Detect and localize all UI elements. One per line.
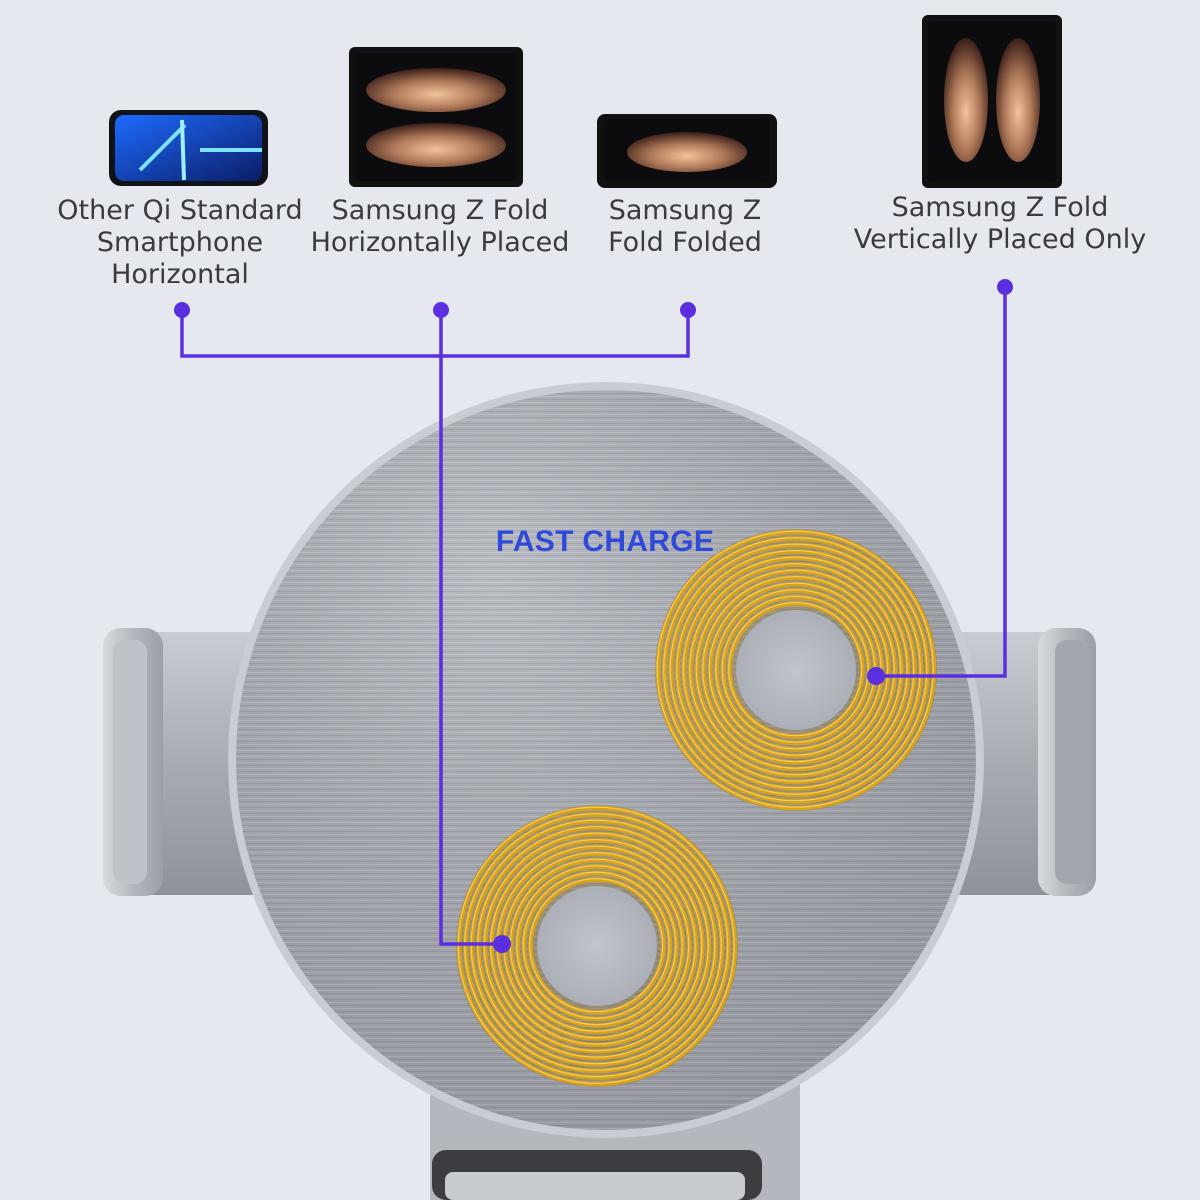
coil-ring	[456, 805, 738, 1087]
connector-horizontal-fold	[439, 310, 502, 946]
coil-ring	[469, 818, 725, 1074]
label-line: Smartphone	[96, 227, 264, 258]
label-line: Fold Folded	[608, 227, 762, 258]
fold-vertical-thumbnail	[922, 15, 1062, 188]
coil-ring	[720, 594, 872, 746]
label-line: Samsung Z Fold	[891, 192, 1109, 223]
coil-ring	[482, 831, 712, 1061]
coil-ring	[675, 549, 917, 791]
label-z-fold-folded: Samsung Z Fold Folded	[585, 195, 785, 259]
coil-ring	[489, 838, 705, 1054]
label-line: Samsung Z Fold	[331, 195, 549, 226]
coil-ring	[515, 864, 679, 1028]
connector-dots	[174, 279, 1013, 953]
connector-vertical-fold	[876, 287, 1007, 678]
coil-ring	[727, 601, 865, 739]
dot-folded	[680, 302, 696, 318]
coil-ring	[668, 542, 924, 798]
coil-upper-right	[655, 529, 937, 811]
label-z-fold-horizontal: Samsung Z Fold Horizontally Placed	[305, 195, 575, 259]
label-other-qi-phone: Other Qi Standard Smartphone Horizontal	[50, 195, 310, 291]
coil-ring	[662, 536, 930, 804]
coil-ring	[655, 529, 937, 811]
coil-ring	[463, 812, 731, 1080]
coil-center	[537, 886, 657, 1006]
dot-coil-upper	[867, 667, 885, 685]
connector-top-group	[180, 310, 690, 358]
coil-ring	[476, 825, 718, 1067]
coil-ring	[694, 568, 898, 772]
fold-horizontal-thumbnail	[349, 47, 523, 187]
coil-ring	[701, 575, 891, 765]
dot-vertical-fold	[997, 279, 1013, 295]
coil-center	[736, 610, 856, 730]
fast-charge-headline: FAST CHARGE	[495, 525, 715, 558]
coil-ring	[681, 555, 911, 785]
coil-ring	[508, 857, 686, 1035]
phone-thumbnail	[109, 110, 268, 186]
label-line: Horizontal	[111, 259, 249, 290]
connector-lines	[180, 287, 1007, 946]
dot-coil-lower	[493, 935, 511, 953]
coil-ring	[688, 562, 904, 778]
dot-horizontal-fold	[433, 302, 449, 318]
label-line: Samsung Z	[608, 195, 762, 226]
label-line: Other Qi Standard	[57, 195, 303, 226]
coil-ring	[521, 870, 673, 1022]
label-line: Vertically Placed Only	[853, 224, 1147, 255]
charging-disc	[228, 382, 984, 1138]
dot-phone	[174, 302, 190, 318]
label-line: Horizontally Placed	[310, 227, 570, 258]
coil-ring	[528, 877, 666, 1015]
fold-folded-thumbnail	[597, 114, 777, 188]
coil-lower-left	[456, 805, 738, 1087]
label-z-fold-vertical: Samsung Z Fold Vertically Placed Only	[850, 192, 1150, 256]
